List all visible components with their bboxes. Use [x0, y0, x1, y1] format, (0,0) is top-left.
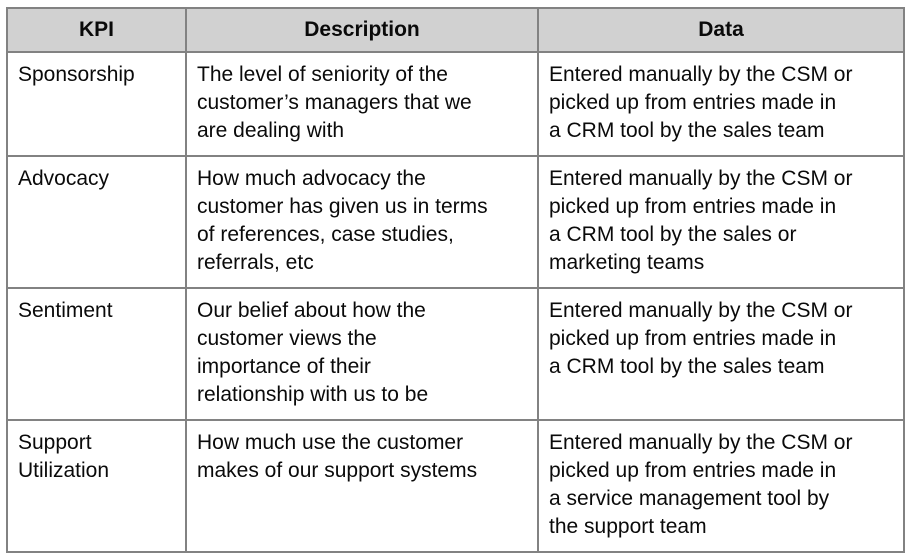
kpi-cell: Sponsorship: [6, 51, 187, 157]
column-header-kpi: KPI: [6, 7, 187, 53]
data-cell: Entered manually by the CSM or picked up…: [537, 287, 905, 421]
description-cell: Our belief about how the customer views …: [185, 287, 539, 421]
data-cell: Entered manually by the CSM or picked up…: [537, 155, 905, 289]
kpi-table: KPI Description Data Sponsorship The lev…: [6, 7, 905, 553]
table-row-advocacy: Advocacy How much advocacy the customer …: [6, 155, 905, 289]
kpi-cell: Sentiment: [6, 287, 187, 421]
column-header-data: Data: [537, 7, 905, 53]
data-cell: Entered manually by the CSM or picked up…: [537, 419, 905, 553]
table-row-sponsorship: Sponsorship The level of seniority of th…: [6, 51, 905, 157]
kpi-cell: Support Utilization: [6, 419, 187, 553]
data-cell: Entered manually by the CSM or picked up…: [537, 51, 905, 157]
description-cell: How much use the customer makes of our s…: [185, 419, 539, 553]
table-row-sentiment: Sentiment Our belief about how the custo…: [6, 287, 905, 421]
description-cell: The level of seniority of the customer’s…: [185, 51, 539, 157]
kpi-cell: Advocacy: [6, 155, 187, 289]
header-row: KPI Description Data: [6, 7, 905, 53]
column-header-description: Description: [185, 7, 539, 53]
description-cell: How much advocacy the customer has given…: [185, 155, 539, 289]
table-row-support-utilization: Support Utilization How much use the cus…: [6, 419, 905, 553]
